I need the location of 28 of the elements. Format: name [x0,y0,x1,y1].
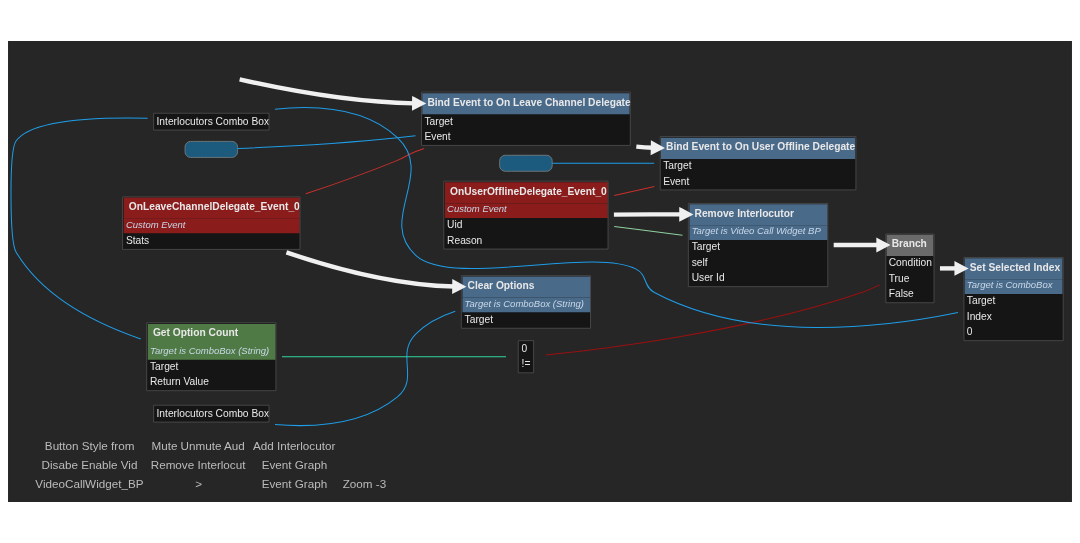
connector [551,162,655,164]
connector [281,356,507,358]
arrow [833,237,891,253]
label: Button Style from [44,439,135,453]
connector [305,147,425,195]
connector [545,284,881,356]
arrow [636,140,665,156]
label: > [195,476,203,490]
label: VideoCallWidget_BP [35,476,144,490]
connector [10,117,149,340]
arrow [613,206,694,222]
label: Mute Unmute Aud [151,439,245,453]
connector [613,225,683,236]
label: Event Graph [261,458,328,471]
node-box [499,154,553,172]
label: Disabe Enable Vid [41,458,138,471]
label: Remove Interlocut [150,458,246,471]
node-box [184,141,238,158]
label: Add Interlocutor [252,439,336,453]
arrow [939,260,969,276]
label: Zoom -3 [342,476,387,490]
arrow [285,250,467,294]
arrow [239,77,427,111]
connector [613,185,655,196]
connector [274,310,456,427]
label: Event Graph [261,476,328,490]
connector [274,107,959,329]
connector [237,135,417,149]
